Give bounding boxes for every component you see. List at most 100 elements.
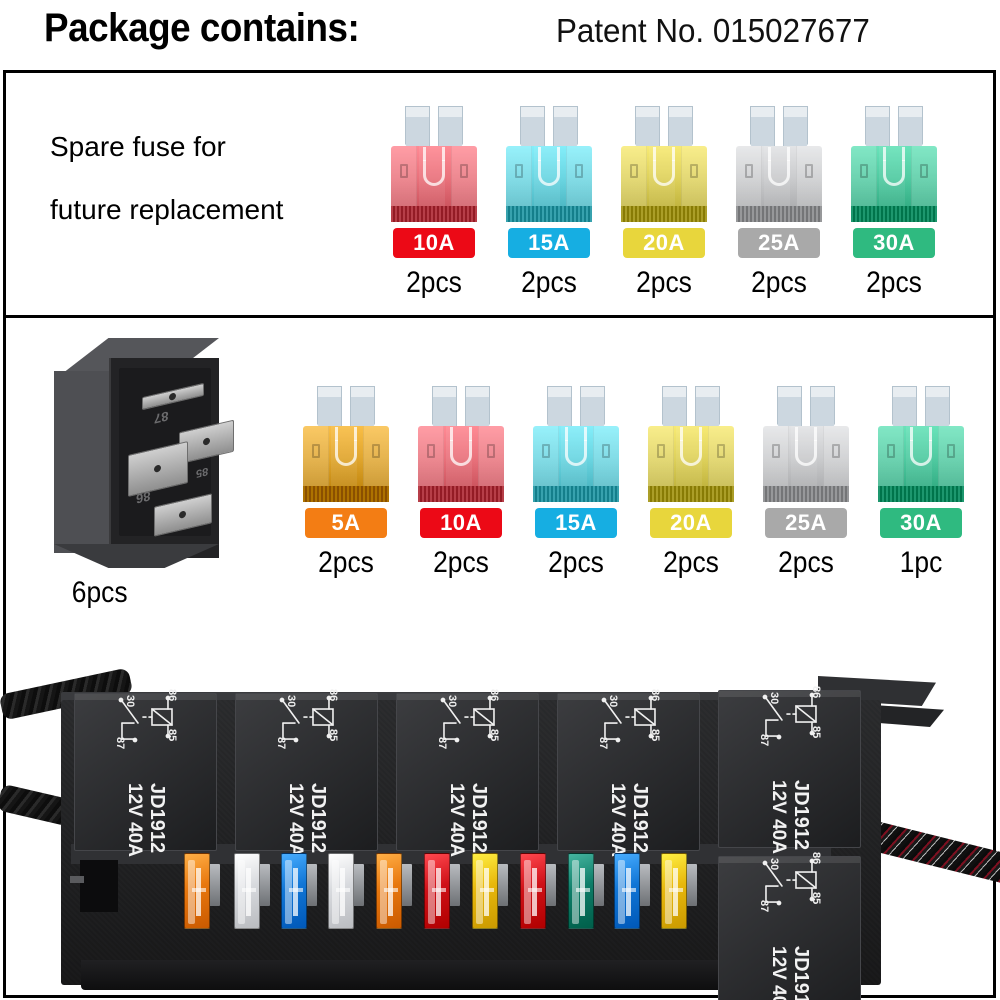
fuse-amp-badge: 20A [623,228,705,258]
relay-rating-label: 12V 40A [445,783,467,857]
header: Package contains: Patent No. 015027677 [0,0,1000,68]
fuse-ribbed-foot [736,206,822,222]
fuse-quantity-label: 2pcs [548,546,604,579]
fuse-quantity-label: 2pcs [663,546,719,579]
fuse-plastic-body [533,426,619,488]
fuse-body [391,106,477,222]
relay-schematic-terminal-coil-a: 86 [809,852,822,865]
fuse-slot-7 [496,864,508,906]
panel-divider [6,315,993,318]
fuse-quantity-label: 2pcs [433,546,489,579]
fuse-plastic-body [621,146,707,208]
relay-schematic-terminal-coil-a: 86 [809,686,822,699]
fuse-body [533,386,619,502]
fuse-slot-10 [638,864,650,906]
relay-model-label: JD1912 [789,946,812,1000]
relay-schematic-terminal-common: 30 [767,858,780,871]
relay-model-label: JD1912 [628,783,651,854]
relay-schematic-terminal-no: 87 [757,900,770,913]
box-left-notch [80,860,118,912]
relay-schematic-terminal-coil-b: 85 [809,726,822,739]
relay-schematic-terminal-no: 87 [757,734,770,747]
installed-fuse-clear-1 [234,853,260,929]
fuse-body [763,386,849,502]
fuse-body [851,106,937,222]
fuse-15a: 15A 2pcs [533,386,619,580]
spare-caption-line-2: future replacement [50,194,284,225]
fuse-slot-5 [400,864,412,906]
wire-loom-right [866,820,1000,886]
relay-schematic-terminal-no: 87 [596,737,609,750]
relay-schematic-terminal-coil-a: 86 [326,689,339,702]
relay-schematic-terminal-coil-b: 85 [648,729,661,742]
fuse-quantity-label: 2pcs [778,546,834,579]
fuse-plastic-body [391,146,477,208]
installed-fuse-orange-2 [376,853,402,929]
fuse-ribbed-foot [533,486,619,502]
relay-schematic-icon: 86 85 30 87 [758,684,822,770]
relay-schematic-terminal-common: 30 [445,695,458,708]
relay-model-label: JD1912 [789,780,812,851]
fuse-ribbed-foot [391,206,477,222]
fuse-ribbed-foot [303,486,389,502]
page-title: Package contains: [44,6,360,50]
fuse-slot-3 [305,864,317,906]
fuse-plastic-body [506,146,592,208]
fuse-amp-badge: 15A [535,508,617,538]
spare-caption-line-1: Spare fuse for [50,131,226,162]
fuse-plastic-body [736,146,822,208]
fuse-25a: 25A 2pcs [763,386,849,580]
fuse-plastic-body [851,146,937,208]
relay-schematic-terminal-no: 87 [274,737,287,750]
relay-rating-label: 12V 40A [606,783,628,857]
relay-schematic-terminal-common: 30 [767,692,780,705]
fuse-25a: 25A 2pcs [736,106,822,300]
box-base [81,960,781,990]
spare-fuse-caption: Spare fuse for future replacement [50,133,370,224]
relay-schematic-terminal-coil-b: 85 [326,729,339,742]
fuse-quantity-label: 2pcs [751,266,807,299]
fuse-slot-2 [258,864,270,906]
fuse-quantity-label: 2pcs [636,266,692,299]
fuse-ribbed-foot [763,486,849,502]
installed-fuse-blue-2 [614,853,640,929]
fuse-quantity-label: 2pcs [521,266,577,299]
fuse-amp-badge: 30A [880,508,962,538]
relay-schematic-terminal-common: 30 [123,695,136,708]
relay-rating-label: 12V 40A [767,946,789,1000]
relay-rating-label: 12V 40A [123,783,145,857]
fuse-body [418,386,504,502]
box-left-nub [70,876,84,883]
fuse-amp-badge: 25A [738,228,820,258]
installed-fuse-yellow-1 [472,853,498,929]
fuse-plastic-body [878,426,964,488]
fuse-20a: 20A 2pcs [621,106,707,300]
relay-model-label: JD1912 [306,783,329,854]
installed-fuse-green-1 [568,853,594,929]
fuse-ribbed-foot [621,206,707,222]
fuse-plastic-body [418,426,504,488]
fuse-body [648,386,734,502]
patent-number: Patent No. 015027677 [556,12,870,49]
fuse-ribbed-foot [851,206,937,222]
fuse-plastic-body [648,426,734,488]
fuse-slot-1 [208,864,220,906]
fuse-slot-9 [592,864,604,906]
relay-schematic-terminal-no: 87 [435,737,448,750]
fuse-amp-badge: 25A [765,508,847,538]
